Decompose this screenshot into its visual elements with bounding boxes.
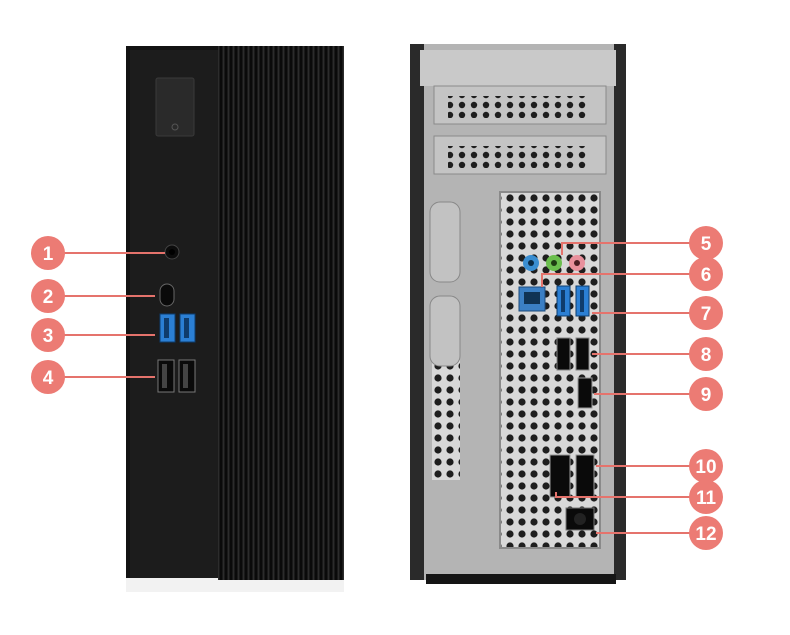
rear-view bbox=[410, 44, 626, 584]
callout-badge-5: 5 bbox=[689, 226, 723, 260]
callout-badge-1: 1 bbox=[31, 236, 65, 270]
callout-number-3: 3 bbox=[43, 326, 54, 347]
front-ribbed-surface bbox=[218, 46, 344, 580]
callout-badge-7: 7 bbox=[689, 296, 723, 330]
callout-number-4: 4 bbox=[43, 368, 54, 389]
callout-number-12: 12 bbox=[695, 524, 716, 545]
rear-left-bracket-2 bbox=[429, 295, 461, 367]
front-usb3-ports[interactable] bbox=[159, 313, 196, 343]
callout-line-11 bbox=[555, 492, 690, 498]
callout-badges: 1 2 3 4 5 6 7 8 9 10 11 12 bbox=[31, 226, 723, 550]
callout-badge-8: 8 bbox=[689, 337, 723, 371]
rear-usb3-ports[interactable] bbox=[556, 285, 590, 317]
rear-left-bracket bbox=[429, 201, 461, 283]
rear-usb2-ports[interactable] bbox=[556, 337, 590, 371]
front-bay-cover bbox=[155, 77, 195, 137]
front-base bbox=[126, 578, 344, 592]
callout-line-6 bbox=[541, 273, 690, 287]
callout-number-7: 7 bbox=[701, 304, 712, 325]
rear-side-vents bbox=[432, 360, 460, 480]
rear-left-edge bbox=[410, 44, 424, 580]
callout-number-5: 5 bbox=[701, 234, 712, 255]
rear-video-port[interactable] bbox=[549, 454, 571, 498]
callout-number-1: 1 bbox=[43, 244, 54, 265]
callout-badge-3: 3 bbox=[31, 318, 65, 352]
rear-top-lip bbox=[420, 50, 616, 86]
expansion-slot-vents-2 bbox=[448, 146, 588, 168]
front-view bbox=[126, 46, 344, 592]
front-audio-jack[interactable] bbox=[164, 244, 180, 260]
callout-number-8: 8 bbox=[701, 345, 712, 366]
callout-badge-2: 2 bbox=[31, 279, 65, 313]
callout-number-2: 2 bbox=[43, 287, 54, 308]
rear-ethernet-port[interactable] bbox=[518, 286, 546, 312]
callout-badge-10: 10 bbox=[689, 449, 723, 483]
front-usb-c-port[interactable] bbox=[159, 283, 175, 307]
callout-badge-4: 4 bbox=[31, 360, 65, 394]
callout-badge-6: 6 bbox=[689, 257, 723, 291]
callout-line-5 bbox=[561, 242, 690, 255]
power-button-icon[interactable] bbox=[171, 123, 179, 131]
front-usb2-ports[interactable] bbox=[157, 359, 196, 393]
rear-hdmi-port[interactable] bbox=[575, 454, 595, 498]
callout-number-9: 9 bbox=[701, 385, 712, 406]
rear-dc-power-input[interactable] bbox=[565, 507, 595, 531]
callout-badge-12: 12 bbox=[689, 516, 723, 550]
callout-badge-11: 11 bbox=[689, 480, 723, 514]
rear-displayport[interactable] bbox=[577, 377, 593, 409]
callout-badge-9: 9 bbox=[689, 377, 723, 411]
rear-feet bbox=[426, 574, 616, 584]
callout-number-11: 11 bbox=[696, 488, 717, 509]
callout-number-10: 10 bbox=[695, 457, 716, 478]
callout-lines bbox=[60, 242, 690, 534]
callout-number-6: 6 bbox=[701, 265, 712, 286]
rear-audio-jacks[interactable] bbox=[523, 255, 585, 271]
expansion-slot-vents-1 bbox=[448, 96, 588, 118]
